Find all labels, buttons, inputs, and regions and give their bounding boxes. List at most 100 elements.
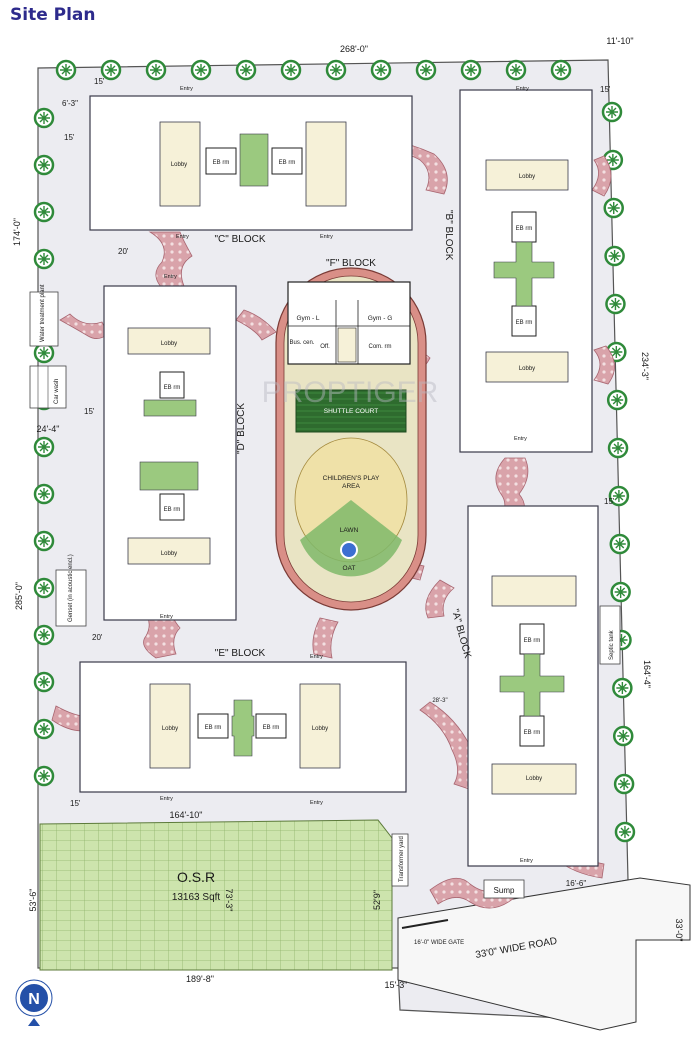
c-block: Lobby EB rm EB rm [89, 95, 413, 231]
entry-label: Entry [520, 858, 533, 864]
tree-icon-foliage [606, 154, 619, 166]
tree-icon-foliage [614, 586, 627, 598]
office-label: Off. [320, 344, 330, 350]
tree-icon-foliage [617, 730, 630, 742]
gate-label: 16'-0" WIDE GATE [414, 940, 464, 946]
septic-tank-label: Septic tank [609, 629, 615, 660]
dim-left-upper: 174'-0" [12, 218, 22, 246]
dim-setback: 15' [64, 133, 75, 142]
shuttle-court-label: SHUTTLE COURT [324, 408, 378, 415]
b-lobby-label-1: Lobby [519, 174, 535, 180]
e-lobby-label-2: Lobby [312, 726, 328, 732]
tree-icon-foliage [465, 64, 477, 76]
c-lobby-label: Lobby [171, 162, 187, 168]
e-eb-room-2: EB rm [263, 725, 280, 731]
entry-label: Entry [164, 274, 177, 280]
tree-icon-foliage [612, 442, 625, 454]
tree-icon-foliage [38, 206, 50, 218]
d-block-label: "D" BLOCK [236, 403, 247, 454]
d-eb-room-1: EB rm [164, 385, 181, 391]
tree-icon-foliage [612, 490, 625, 502]
e-block-label: "E" BLOCK [215, 648, 266, 659]
water-treatment-label: Water treatment plant [40, 284, 46, 342]
tree-icon-foliage [608, 250, 621, 262]
dim-top-right: 11'-10" [606, 36, 633, 46]
north-label: N [28, 991, 40, 1008]
road [397, 877, 691, 1031]
entry-label: Entry [176, 234, 189, 240]
d-block: Lobby Lobby EB rm EB rm [103, 285, 237, 621]
tree-icon-foliage [38, 488, 50, 500]
gym-l-label: Gym - L [296, 315, 319, 322]
tree-icon-foliage [38, 723, 50, 735]
dim-setback: 15' [84, 407, 95, 416]
c-eb-room-2: EB rm [279, 160, 296, 166]
tree-icon-foliage [38, 253, 50, 265]
dim-e-block-base: 164'-10" [170, 810, 203, 820]
tree-icon-foliage [38, 441, 50, 453]
c-block-label: "C" BLOCK [214, 234, 265, 245]
watermark: PROPTIGER [262, 376, 439, 409]
a-block: Lobby EB rm EB rm [467, 505, 599, 867]
dim-setback: 15' [94, 77, 105, 86]
tree-icon-foliage [615, 634, 628, 646]
tree-icon-foliage [606, 106, 618, 118]
childrens-play-label: CHILDREN'S PLAY [323, 475, 380, 482]
dim-right-lower: 164'-4" [642, 660, 652, 688]
tree-icon-foliage [38, 770, 50, 782]
tree-icon-foliage [420, 64, 432, 76]
dim-top: 268'-0" [340, 44, 368, 54]
dim-setback: 15' [604, 497, 615, 506]
transformer-yard-label: Transformer yard [399, 836, 405, 882]
tree-icon-foliage [38, 347, 50, 359]
f-block-label: "F" BLOCK [326, 258, 376, 269]
childrens-play-area-label: AREA [342, 483, 360, 490]
b-lobby-label-2: Lobby [519, 366, 535, 372]
dim-sump-side: 16'-6" [566, 879, 587, 888]
tree-icon-foliage [38, 159, 50, 171]
entry-label: Entry [310, 654, 323, 660]
b-eb-room-1: EB rm [516, 226, 533, 232]
tree-icon-foliage [38, 112, 50, 124]
tree-icon-foliage [240, 64, 252, 76]
a-eb-room-1: EB rm [524, 638, 541, 644]
sump-label: Sump [494, 886, 515, 895]
tree-icon-foliage [618, 826, 631, 838]
entry-label: Entry [514, 436, 527, 442]
tree-icon-foliage [610, 346, 623, 358]
tree-icon-foliage [105, 64, 117, 76]
community-room-label: Com. rm [369, 344, 392, 350]
dim-osr-mid: 73'-3" [224, 889, 234, 912]
dim-gate-offset: 15'-3" [385, 980, 408, 990]
entry-label: Entry [310, 800, 323, 806]
tree-icon-foliage [60, 64, 72, 76]
a-lobby-label: Lobby [526, 776, 542, 782]
dim-setback: 15' [600, 85, 611, 94]
c-eb-room-1: EB rm [213, 160, 230, 166]
dim-left-lower: 285'-0" [14, 582, 24, 610]
page-title: Site Plan [10, 5, 96, 25]
entry-label: Entry [160, 614, 173, 620]
tree-icon-foliage [611, 394, 624, 406]
f-block-clubhouse: Gym - L Gym - G Bus. cen. Off. Com. rm S… [275, 267, 427, 611]
osr-area [39, 819, 393, 971]
lawn-label: LAWN [340, 527, 359, 534]
e-lobby-label-1: Lobby [162, 726, 178, 732]
dim-setback: 20' [92, 633, 103, 642]
osr-area-label: 13163 Sqft [172, 892, 221, 903]
entry-label: Entry [160, 796, 173, 802]
dim-right-upper: 234'-3" [640, 352, 650, 380]
boundary-trees [33, 59, 636, 843]
tree-icon-foliage [613, 538, 626, 550]
tree-icon-foliage [618, 778, 631, 790]
dim-osr-left: 53'-6" [28, 889, 38, 912]
osr-label: O.S.R [177, 869, 215, 885]
dim-a-block-gap: 28'-3" [432, 698, 447, 704]
tree-icon-foliage [38, 535, 50, 547]
north-arrow-icon: N [15, 979, 53, 1026]
dim-setback: 6'-3" [62, 99, 78, 108]
tree-icon-foliage [555, 64, 567, 76]
dim-setback: 15' [70, 799, 81, 808]
tree-icon-foliage [616, 682, 629, 694]
